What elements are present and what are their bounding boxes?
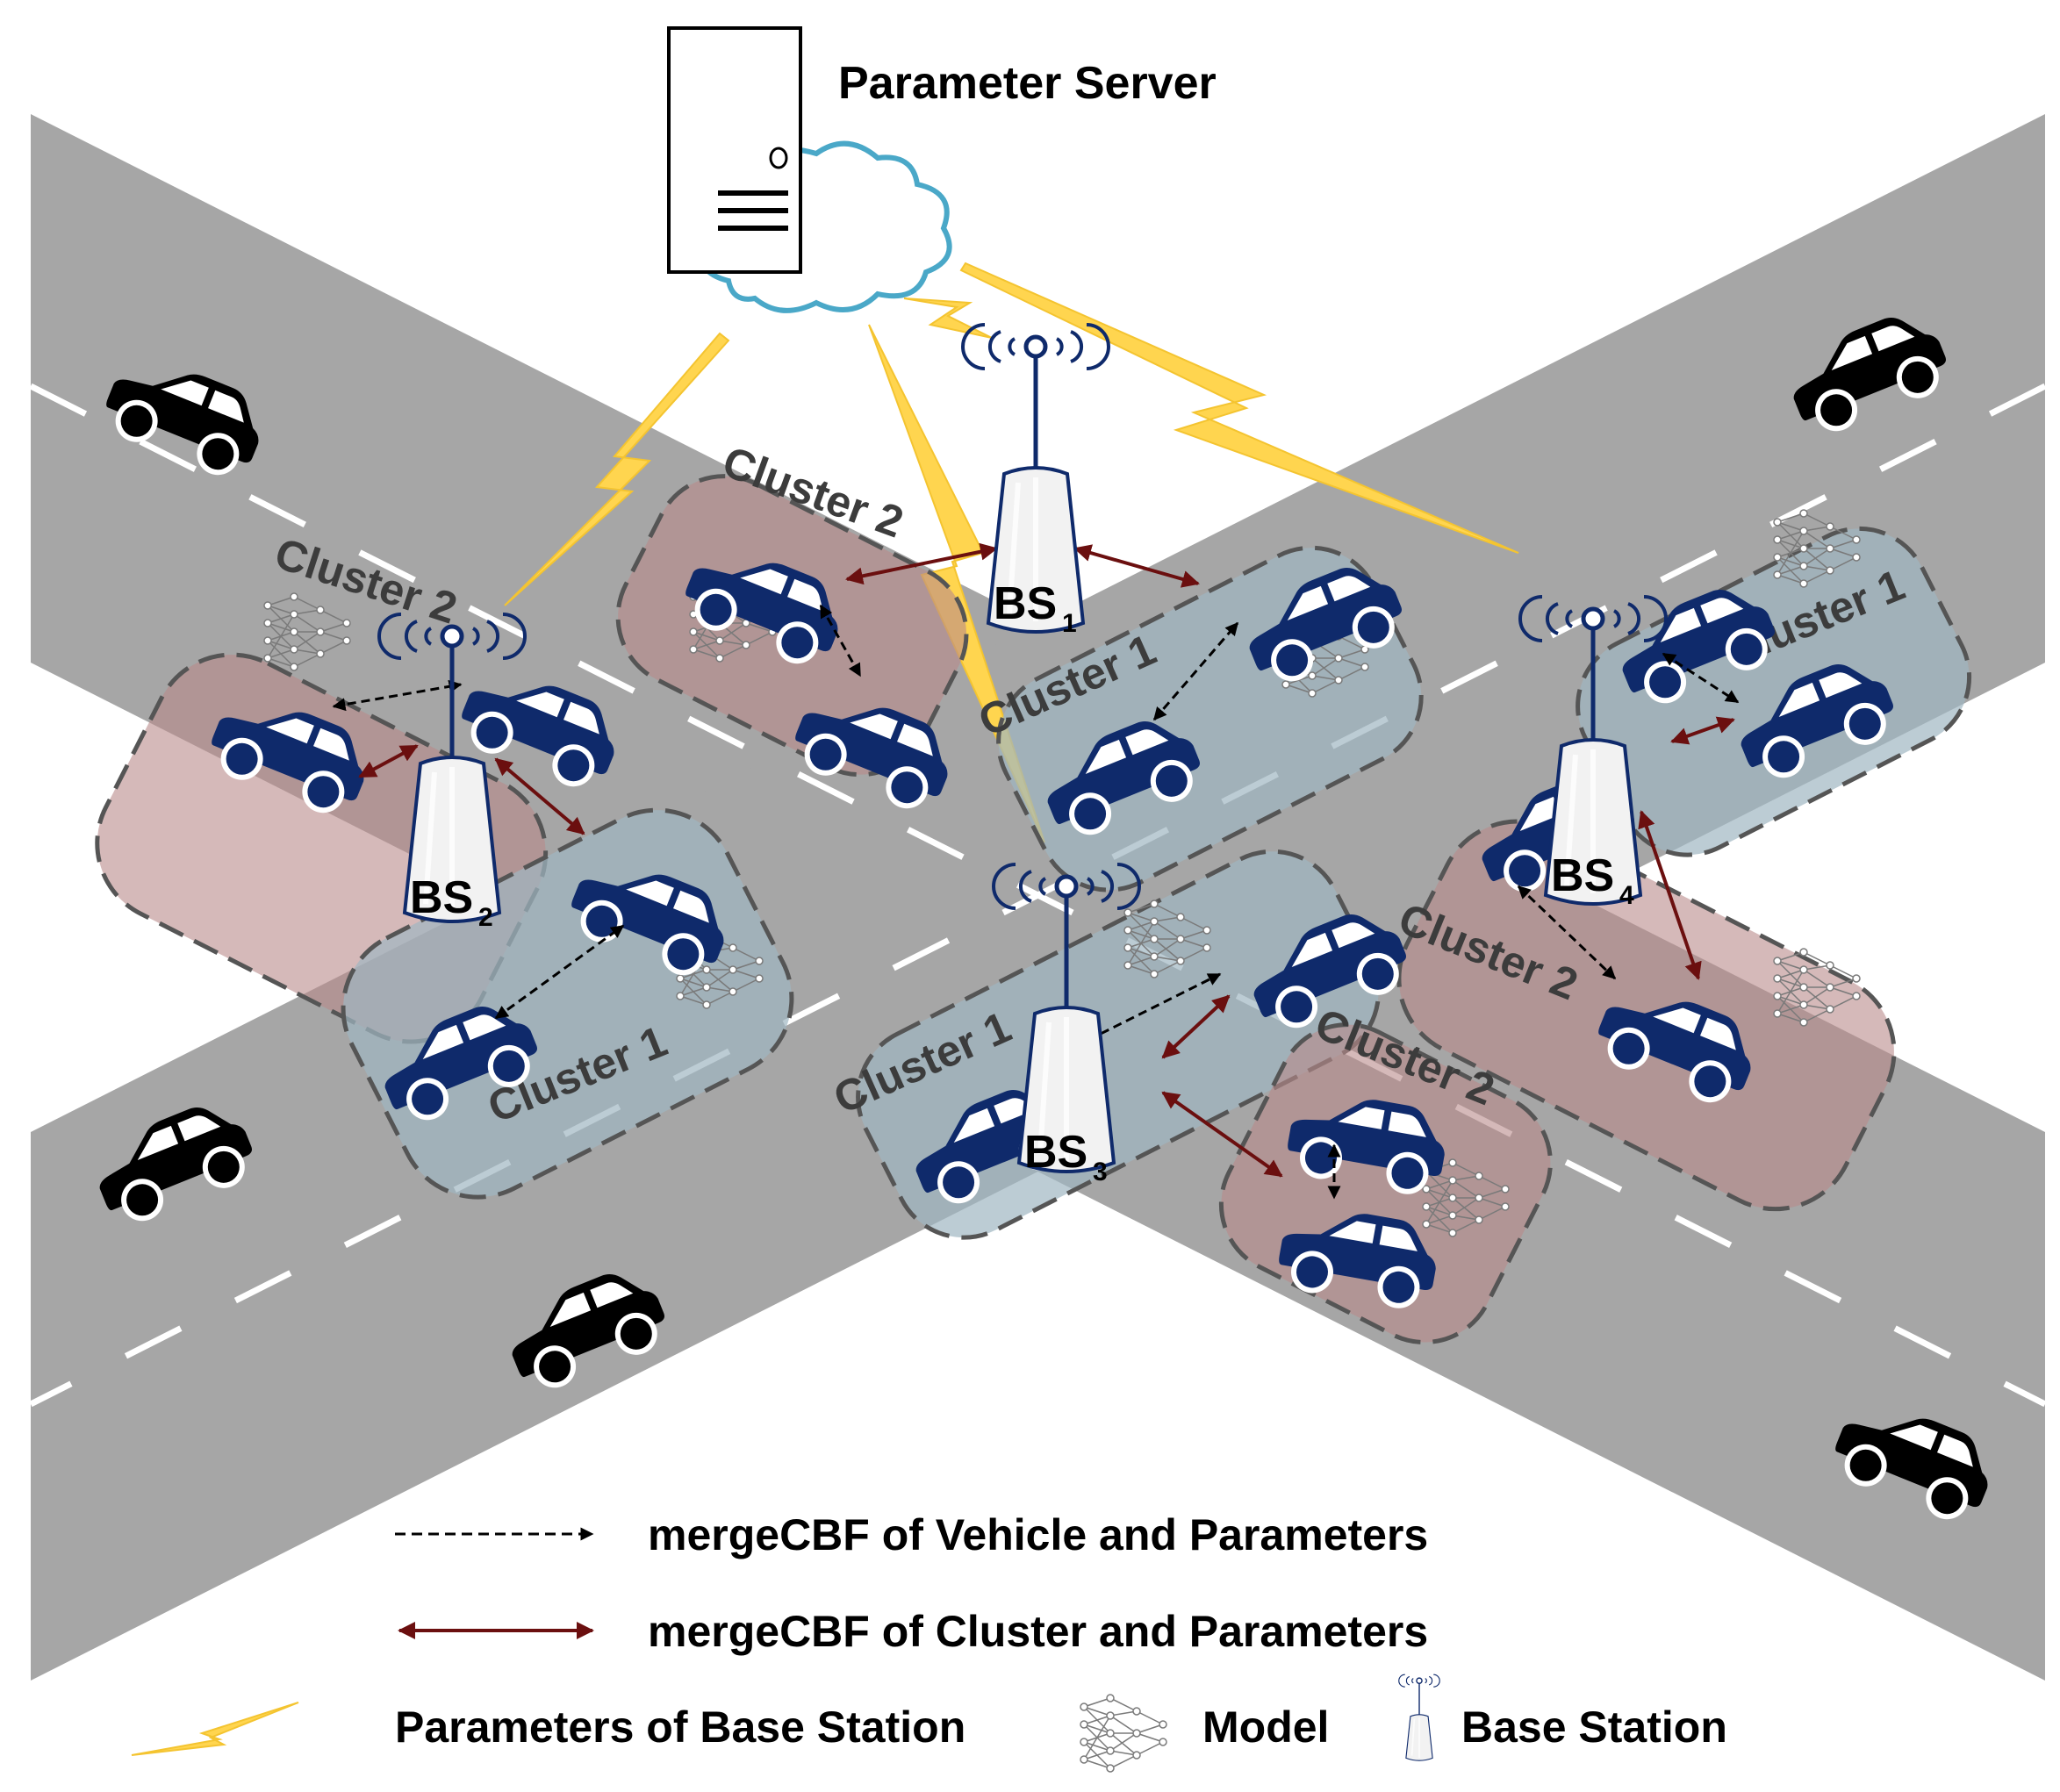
legend-bs-params: Parameters of Base Station [395, 1702, 965, 1752]
cluster-param-arrow [845, 542, 998, 585]
bs-label: BS [1024, 1127, 1087, 1178]
legend-cluster-params: mergeCBF of Cluster and Parameters [648, 1607, 1428, 1656]
bs-subscript: 4 [1619, 881, 1634, 910]
bs-subscript: 3 [1093, 1158, 1108, 1186]
cluster-param-arrow [1161, 994, 1231, 1059]
legend-model: Model [1202, 1702, 1329, 1752]
bs-label: BS [1551, 850, 1614, 901]
vehicle-param-arrow [1662, 652, 1740, 704]
base-station-4: BS 4 [1520, 597, 1666, 910]
legend-lightning-icon [131, 1702, 299, 1756]
vehicle-param-arrow [1517, 885, 1617, 980]
lightning-icon [504, 332, 730, 606]
vehicle-param-arrow [1087, 972, 1222, 1042]
lightning-icon [903, 297, 993, 339]
legend: mergeCBF of Vehicle and Parameters merge… [131, 1510, 1727, 1773]
cluster-param-arrow [358, 744, 419, 778]
cluster-param-arrow [1670, 716, 1735, 745]
vehicle-param-arrow [332, 679, 463, 712]
base-station-3: BS 3 [994, 864, 1139, 1186]
lane-mark-ascending [29, 383, 2047, 1408]
parameter-server: Parameter Server [667, 26, 1217, 313]
bs-subscript: 1 [1062, 609, 1077, 638]
vehicle-param-arrow [1152, 621, 1239, 721]
bs-label: BS [410, 872, 473, 923]
legend-model-icon [1080, 1694, 1167, 1773]
vehicle-param-arrows [332, 604, 1740, 1200]
cluster-param-arrows [358, 542, 1735, 1178]
vehicle-param-arrow [494, 924, 625, 1020]
server-icon [667, 26, 802, 274]
base-stations: BS 1 BS 2 BS 3 BS 4 [379, 325, 1666, 1186]
server-title: Parameter Server [838, 58, 1217, 109]
cluster-param-arrow [1638, 810, 1702, 980]
server-power-indicator [769, 147, 788, 169]
bs-label: BS [994, 578, 1057, 629]
legend-vehicle-params: mergeCBF of Vehicle and Parameters [648, 1510, 1428, 1559]
legend-base-station-icon [1397, 1674, 1441, 1762]
cluster-param-arrow [1073, 544, 1200, 588]
cluster-param-arrow [494, 757, 585, 835]
base-station-2: BS 2 [379, 614, 525, 932]
cluster-param-arrow [1161, 1091, 1283, 1178]
legend-base-station: Base Station [1461, 1702, 1727, 1752]
lightning-icon [959, 262, 1519, 554]
roads [29, 114, 2047, 1681]
base-station-1: BS 1 [963, 325, 1109, 638]
bs-subscript: 2 [478, 903, 493, 932]
